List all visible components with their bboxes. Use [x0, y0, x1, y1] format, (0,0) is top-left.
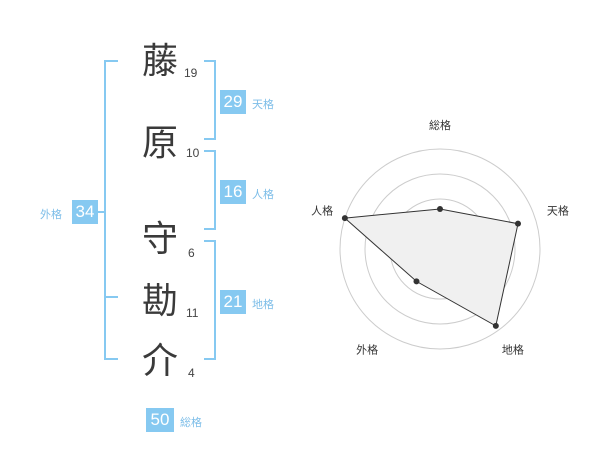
jinkaku-bracket: [204, 150, 216, 230]
chikaku-label: 地格: [252, 298, 274, 311]
soukaku-label: 総格: [180, 416, 202, 429]
tenkaku-bracket: [204, 60, 216, 140]
radar-axis-label-4: 外格: [356, 342, 378, 356]
tenkaku-value: 29: [220, 90, 246, 114]
jinkaku-value: 16: [220, 180, 246, 204]
gaikaku-bracket: [104, 60, 118, 360]
radar-axis-label-3: 地格: [502, 342, 524, 356]
radar-point-2: [514, 220, 521, 227]
gaikaku-bracket-tick: [104, 296, 118, 298]
stroke-count-3: 6: [188, 246, 195, 260]
tenkaku-label: 天格: [252, 98, 274, 111]
stroke-count-1: 19: [184, 66, 198, 80]
radar-axis-label-1: 総格: [429, 118, 451, 132]
radar-point-4: [413, 278, 420, 285]
chikaku-bracket: [204, 240, 216, 360]
radar-ring-4: [339, 148, 541, 350]
name-char-5: 介: [141, 341, 178, 382]
radar-axis-label-5: 人格: [311, 204, 333, 218]
jinkaku-label: 人格: [252, 188, 274, 201]
gaikaku-label: 外格: [40, 208, 62, 221]
gaikaku-bracket-connector: [96, 211, 106, 213]
stroke-count-4: 11: [186, 306, 199, 320]
radar-axis-label-2: 天格: [547, 204, 569, 218]
soukaku-value: 50: [146, 408, 174, 432]
name-char-4: 勘: [141, 281, 178, 322]
name-char-1: 藤: [141, 41, 178, 82]
radar-point-3: [492, 322, 499, 329]
radar-ring-3: [364, 173, 516, 325]
name-char-3: 守: [141, 219, 178, 260]
stroke-count-2: 10: [186, 146, 200, 160]
radar-point-5: [341, 215, 348, 222]
stroke-count-5: 4: [188, 366, 195, 380]
chikaku-value: 21: [220, 290, 246, 314]
radar-point-1: [437, 206, 443, 212]
radar-polygon: [343, 208, 519, 327]
gaikaku-value: 34: [72, 200, 98, 224]
name-char-2: 原: [141, 123, 178, 164]
